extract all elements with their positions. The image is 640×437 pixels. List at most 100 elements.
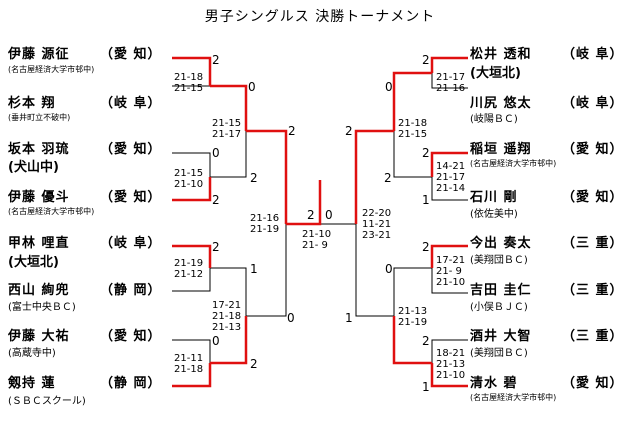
winner-line [210, 84, 248, 131]
result-left-r1-2-top: 0 [212, 146, 220, 160]
result-right-r1-2-top: 2 [422, 146, 430, 160]
player-name: 伊藤 大祐 [8, 329, 70, 344]
result-right-r1-3-bottom: 0 [385, 262, 393, 276]
player-name: 今出 奏太 [470, 236, 532, 251]
player-name: 川尻 悠太 [470, 96, 532, 111]
result-right-r1-2-bottom: 1 [422, 193, 430, 207]
left-club-3: (犬山中) [8, 160, 59, 175]
player-pref: （三 重） [562, 283, 624, 298]
result-right-r1-1-bottom: 0 [385, 80, 393, 94]
result-final-right: 0 [325, 208, 333, 222]
winner-line [430, 56, 468, 73]
right-club-2: (岐陽ＢＣ) [470, 114, 518, 125]
left-club-5: (大垣北) [8, 255, 59, 270]
winner-line [286, 180, 322, 226]
player-name: 甲林 哩直 [8, 236, 70, 251]
player-pref: （愛 知） [562, 376, 624, 391]
left-club-4: (名古屋経済大学市邨中) [8, 207, 95, 216]
player-pref: （愛 知） [100, 142, 162, 157]
player-pref: （岐 阜） [562, 96, 624, 111]
player-pref: （愛 知） [100, 47, 162, 62]
score-right-r1-4: 18-21 21-13 21-10 [436, 348, 466, 381]
result-left-semi-top: 2 [288, 124, 296, 138]
player-name: 剱持 蓮 [8, 376, 56, 391]
score-right-r1-1: 21-17 21-16 [436, 72, 466, 94]
result-right-semi-top: 2 [345, 124, 353, 138]
left-player-8: 剱持 蓮 （静 岡） [8, 372, 162, 391]
result-right-r1-1-top: 2 [422, 53, 430, 67]
result-right-r1-4-bottom: 1 [422, 380, 430, 394]
right-club-8: (名古屋経済大学市邨中) [470, 393, 557, 402]
result-left-r1-2-bottom: 2 [212, 193, 220, 207]
right-player-5: 今出 奏太（三 重） [470, 232, 624, 251]
result-right-r2-1-top: 2 [384, 171, 392, 185]
right-club-1: (大垣北) [470, 66, 521, 81]
result-left-r1-4-top: 0 [212, 334, 220, 348]
right-player-2: 川尻 悠太 （岐 阜） [470, 92, 624, 111]
player-name: 坂本 羽琉 [8, 142, 70, 157]
right-club-5: (美翔団ＢＣ) [470, 255, 528, 266]
score-right-r1-2: 14-21 21-17 21-14 [436, 161, 466, 194]
score-left-r1-3: 21-19 21-12 [174, 258, 204, 280]
score-right-semi: 22-20 11-21 23-21 [362, 208, 392, 241]
left-club-2: (垂井町立不破中) [8, 113, 71, 122]
right-player-6: 吉田 圭仁（三 重） [470, 279, 624, 298]
left-club-1: (名古屋経済大学市邨中) [8, 65, 95, 74]
left-player-2: 杉本 翔 （岐 阜） [8, 92, 162, 111]
score-left-semi: 21-16 21-19 [250, 213, 280, 235]
player-pref: （愛 知） [562, 190, 624, 205]
score-right-r2-1: 21-18 21-15 [398, 118, 428, 140]
right-club-3: (名古屋経済大学市邨中) [470, 159, 557, 168]
player-pref: （静 岡） [100, 376, 162, 391]
player-pref: （三 重） [562, 329, 624, 344]
player-pref: （岐 阜） [100, 96, 162, 111]
score-left-r2-1: 21-15 21-17 [212, 118, 242, 140]
winner-line [392, 316, 432, 365]
winner-line [172, 56, 212, 86]
right-player-8: 清水 碧 （愛 知） [470, 372, 624, 391]
player-pref: （岐 阜） [562, 47, 624, 62]
player-pref: （静 岡） [100, 283, 162, 298]
player-name: 酒井 大智 [470, 329, 532, 344]
score-left-r1-1: 21-18 21-15 [174, 72, 204, 94]
winner-line [430, 363, 468, 388]
score-left-r1-4: 21-11 21-18 [174, 353, 204, 375]
result-left-r1-3-bottom: 1 [250, 262, 258, 276]
winner-line [172, 363, 212, 388]
player-pref: （愛 知） [100, 329, 162, 344]
result-final-left: 2 [307, 208, 315, 222]
score-final: 21-10 21- 9 [302, 229, 332, 251]
player-pref: （岐 阜） [100, 236, 162, 251]
score-left-r2-2: 17-21 21-18 21-13 [212, 300, 242, 333]
right-player-7: 酒井 大智 （三 重） [470, 325, 624, 344]
result-left-r1-3-top: 2 [212, 240, 220, 254]
left-player-4: 伊藤 優斗（愛 知） [8, 186, 162, 205]
result-left-r2-2-bottom: 0 [287, 311, 295, 325]
winner-line [246, 129, 288, 224]
player-name: 杉本 翔 [8, 96, 56, 111]
player-name: 松井 透和 [470, 47, 532, 62]
right-player-4: 石川 剛 （愛 知） [470, 186, 624, 205]
winner-line [430, 151, 468, 177]
player-name: 伊藤 源征 [8, 47, 70, 62]
right-club-4: (依佐美中) [470, 209, 518, 220]
left-club-7: (高蔵寺中) [8, 348, 56, 359]
result-right-r1-4-top: 2 [422, 334, 430, 348]
player-name: 稲垣 遥翔 [470, 142, 532, 157]
right-player-3: 稲垣 遥翔（愛 知） [470, 138, 624, 157]
left-club-8: (ＳＢＣスクール) [8, 396, 86, 407]
winner-line [172, 177, 212, 202]
left-player-7: 伊藤 大祐 （愛 知） [8, 325, 162, 344]
score-right-r1-3: 17-21 21- 9 21-10 [436, 255, 466, 288]
page-title: 男子シングルス 決勝トーナメント [204, 9, 436, 25]
winner-line [392, 71, 432, 131]
result-left-r1-1-bottom: 0 [248, 80, 256, 94]
left-club-6: (富士中央ＢＣ) [8, 302, 76, 313]
winner-line [210, 316, 248, 365]
player-name: 清水 碧 [470, 376, 518, 391]
right-club-6: (小俣ＢＪＣ) [470, 302, 528, 313]
left-player-1: 伊藤 源征 （愛 知） [8, 43, 162, 62]
player-name: 石川 剛 [470, 190, 518, 205]
result-left-r1-4-bottom: 2 [250, 357, 258, 371]
